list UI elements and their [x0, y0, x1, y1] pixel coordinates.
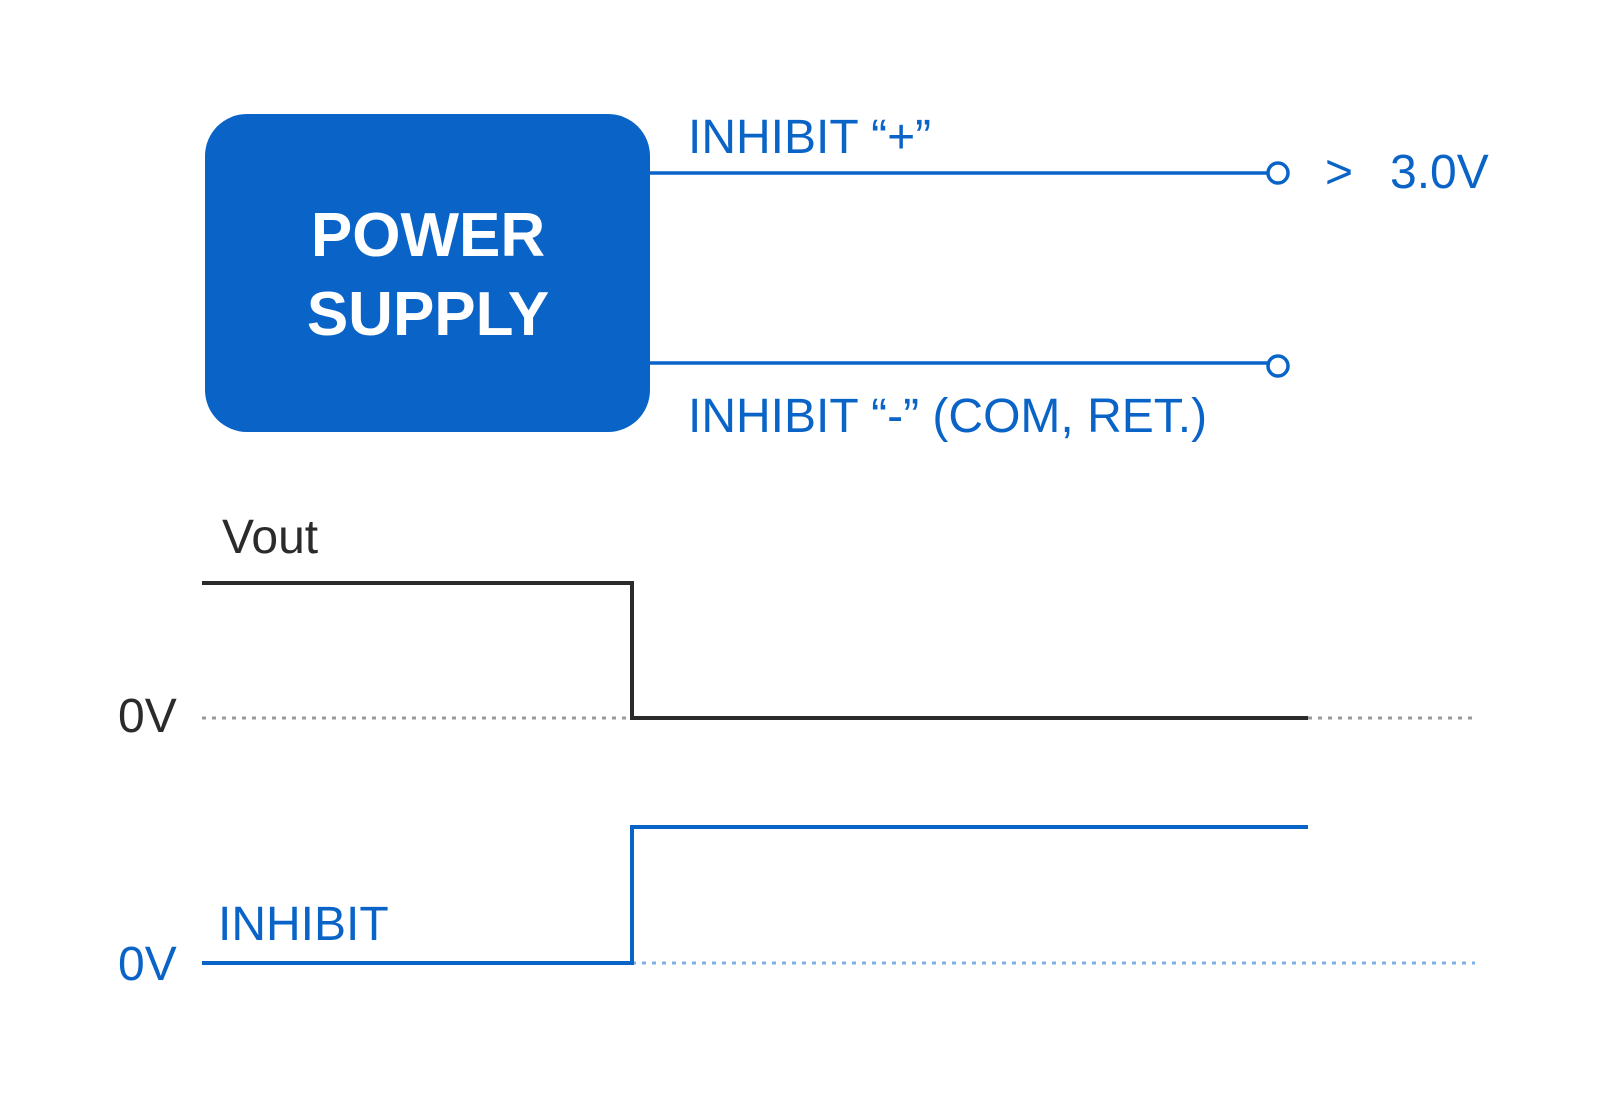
inhibit-negative-terminal-circle	[1266, 354, 1290, 378]
inhibit-waveform: INHIBIT 0V	[118, 825, 1475, 991]
inhibit-negative-label: INHIBIT “-” (COM, RET.)	[688, 390, 1207, 443]
inhibit-waveform-label: INHIBIT	[218, 898, 389, 951]
vout-trace	[202, 581, 1308, 720]
inhibit-positive-label: INHIBIT “+”	[688, 111, 931, 164]
vout-zero-label: 0V	[118, 690, 177, 743]
inhibit-positive-terminal: INHIBIT “+” > 3.0V	[650, 111, 1489, 199]
power-supply-label-line2: SUPPLY	[307, 280, 549, 349]
vout-waveform: Vout 0V	[118, 511, 1475, 743]
power-supply-block: POWER SUPPLY	[205, 114, 650, 432]
power-supply-label-line1: POWER	[311, 201, 545, 270]
power-supply-box	[205, 114, 650, 432]
inhibit-trace	[202, 825, 1308, 965]
inhibit-positive-terminal-circle	[1266, 161, 1290, 185]
inhibit-negative-terminal: INHIBIT “-” (COM, RET.)	[650, 354, 1290, 443]
threshold-symbol: >	[1325, 146, 1353, 199]
threshold-value: 3.0V	[1390, 146, 1489, 199]
vout-label: Vout	[222, 511, 318, 564]
inhibit-zero-label: 0V	[118, 938, 177, 991]
